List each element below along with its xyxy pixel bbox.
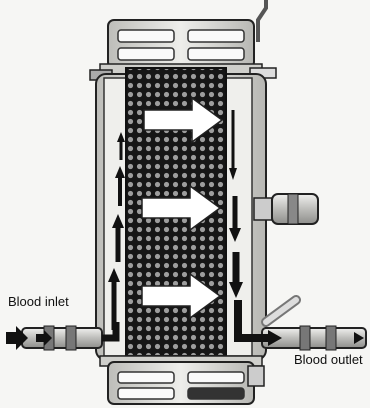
top-cap xyxy=(100,20,262,74)
side-port xyxy=(254,194,318,224)
vent-tube xyxy=(258,0,266,42)
bottom-cap xyxy=(100,356,264,404)
lower-side-port xyxy=(266,300,296,322)
blood-inlet-label: Blood inlet xyxy=(8,294,69,309)
blood-outlet-label: Blood outlet xyxy=(294,352,363,367)
